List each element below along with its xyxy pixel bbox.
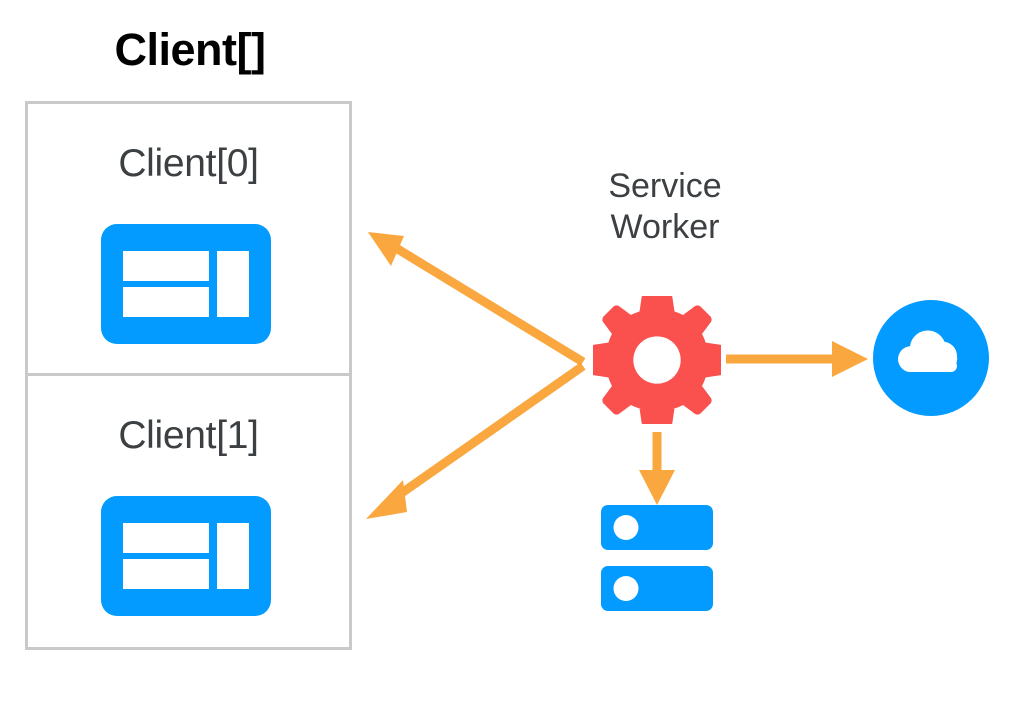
service-worker-label: Service Worker — [608, 167, 722, 247]
client-label-0: Client[0] — [118, 142, 259, 185]
gear-icon — [588, 291, 726, 429]
browser-window-icon — [101, 496, 271, 616]
arrow-service-worker-to-client-1 — [366, 362, 586, 519]
client-group-title: Client[] — [114, 24, 266, 75]
arrow-service-worker-to-client-0 — [368, 232, 586, 366]
arrow-service-worker-to-cloud — [726, 341, 868, 377]
storage-icon — [601, 505, 713, 611]
client-box-1[interactable]: Client[1] — [25, 373, 352, 650]
client-box-0[interactable]: Client[0] — [25, 101, 352, 376]
arrow-service-worker-to-storage — [639, 432, 675, 505]
browser-window-icon — [101, 224, 271, 344]
client-label-1: Client[1] — [118, 414, 259, 457]
client-group: Client[0] Client[1] — [25, 101, 352, 650]
cloud-icon — [873, 300, 989, 416]
